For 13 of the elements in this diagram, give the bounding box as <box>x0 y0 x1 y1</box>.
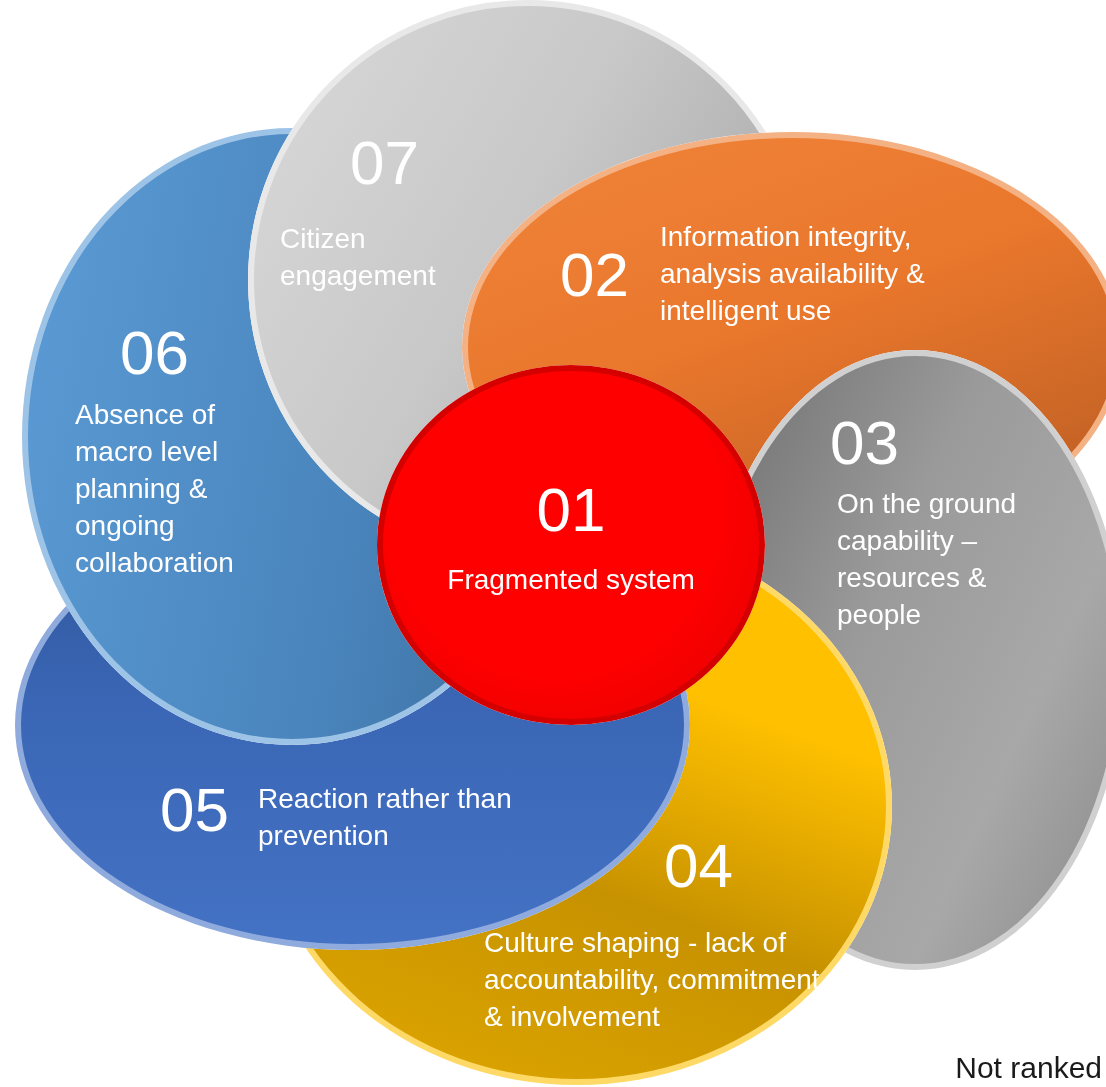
step-number: 02 <box>560 242 629 308</box>
step-number: 04 <box>664 833 733 899</box>
step-description: Absence of macro level planning & ongoing collaboration <box>75 398 235 580</box>
note: Not ranked <box>955 1051 1102 1085</box>
step-description: Culture shaping - lack of accountability, commitment & involvement <box>484 926 821 1034</box>
step-number: 05 <box>160 777 229 843</box>
step-number: 01 <box>535 477 607 543</box>
step-description: Information integrity, analysis availability & intelligent use <box>660 220 926 328</box>
step-number: 06 <box>120 320 189 386</box>
step-description: Fragmented system <box>446 563 696 597</box>
step-description: On the ground capability – resources & people <box>837 487 1018 632</box>
step-description: Reaction rather than prevention <box>258 782 513 853</box>
step-number: 03 <box>830 410 899 476</box>
